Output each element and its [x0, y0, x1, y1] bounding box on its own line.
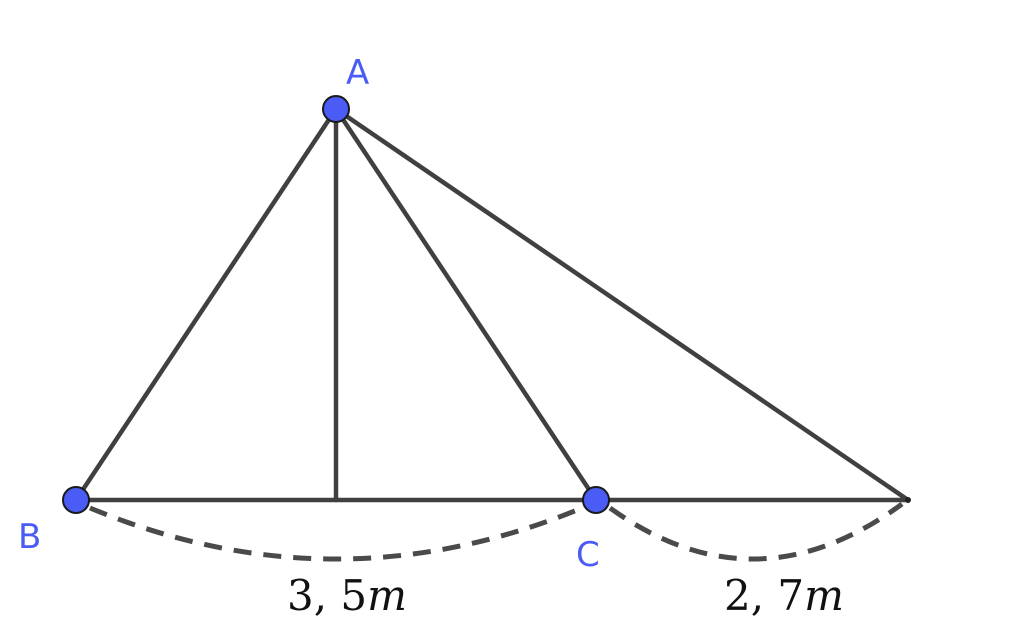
length-bc-number: 3, 5 [287, 571, 367, 620]
point-b-label: B [18, 517, 41, 557]
point-c [582, 486, 610, 514]
point-a-label: A [346, 53, 369, 93]
point-b [62, 486, 90, 514]
segment-ad [333, 106, 911, 503]
length-cd-unit: m [804, 571, 844, 620]
length-bc-unit: m [367, 571, 407, 620]
length-label-cd: 2, 7m [724, 571, 844, 620]
segment-ac [333, 106, 599, 503]
segment-ab [73, 106, 339, 503]
point-c-label: C [576, 535, 600, 575]
point-d-marker [905, 497, 911, 503]
length-label-bc: 3, 5m [287, 571, 407, 620]
point-a [322, 95, 350, 123]
length-cd-number: 2, 7 [724, 571, 804, 620]
measure-arc-cd [608, 501, 904, 562]
measure-arc-bc [89, 505, 583, 562]
